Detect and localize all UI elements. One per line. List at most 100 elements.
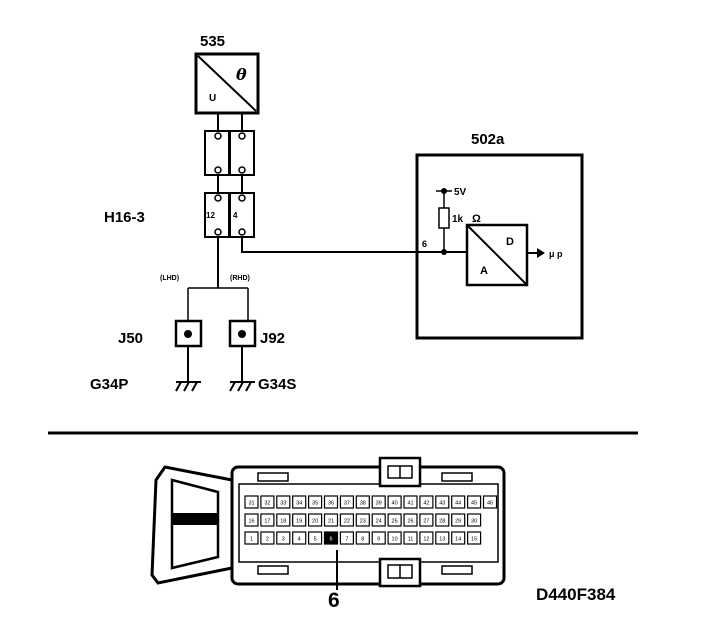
connector-pin-label: 19 — [296, 519, 302, 525]
connector-pin-label: 31 — [248, 501, 254, 507]
connector-pin — [467, 495, 482, 509]
junction-j50 — [174, 319, 203, 348]
connector-pin — [276, 513, 291, 527]
rhd-label: (RHD) — [230, 275, 250, 282]
connector-pin-label: 23 — [360, 519, 366, 525]
connector-pin — [371, 513, 386, 527]
connector-pin — [355, 513, 370, 527]
connector-id: H16-3 — [104, 209, 145, 226]
ground-symbol — [175, 381, 201, 392]
connector-pin-label: 1 — [250, 537, 253, 543]
connector-pin — [387, 513, 402, 527]
connector-pin-label: 32 — [264, 501, 270, 507]
ecu-box — [415, 153, 584, 340]
connector-pin — [387, 531, 402, 545]
connector-pin — [435, 495, 450, 509]
ground-symbol — [229, 381, 255, 392]
connector-pin — [323, 495, 339, 509]
connector-pin — [451, 513, 466, 527]
ecu-id: 502a — [471, 131, 505, 148]
connector-pin-label: 39 — [376, 501, 382, 507]
connector-pin — [435, 531, 450, 545]
connector-pin-label: 15 — [471, 537, 477, 543]
connector-pin-label: 6 — [329, 537, 332, 543]
output-arrow-icon — [537, 248, 545, 258]
connector-pin-label: 45 — [471, 501, 477, 507]
connector-pin — [323, 531, 339, 545]
connector-pin-label: 16 — [248, 519, 254, 525]
connector-pin-label: 12 — [423, 537, 429, 543]
ground-g34p-label: G34P — [90, 376, 128, 393]
connector-pin-label: 7 — [345, 537, 348, 543]
ad-converter: D A — [465, 223, 529, 287]
pullup-resistor — [438, 207, 450, 229]
connector-pin-label: 29 — [455, 519, 461, 525]
connector-pin-label: 2 — [266, 537, 269, 543]
connector-pin-label: 13 — [439, 537, 445, 543]
connector-pin — [244, 531, 259, 545]
connector-pin — [419, 495, 434, 509]
sensor-id: 535 — [200, 33, 225, 50]
connector-pin-label: 10 — [392, 537, 398, 543]
connector-pin — [403, 495, 418, 509]
connector-h16-3: 12 4 — [204, 192, 255, 238]
connector-pin — [260, 513, 275, 527]
connector-pin — [339, 495, 354, 509]
connector-pin-label: 28 — [439, 519, 445, 525]
pin-callout-label: 6 — [328, 589, 340, 612]
connector-pin — [276, 495, 291, 509]
connector-pin-label: 26 — [407, 519, 413, 525]
sensor-u-label: U — [209, 93, 216, 104]
figure-code: D440F384 — [536, 585, 616, 604]
connector-pin-label: 30 — [471, 519, 477, 525]
connector-pin — [451, 495, 466, 509]
connector-pin-label: 8 — [361, 537, 364, 543]
connector-pin-label: 38 — [360, 501, 366, 507]
supply-label: 5V — [454, 187, 467, 198]
signal-wire — [241, 237, 445, 253]
connector-pin-12: 12 — [206, 211, 215, 220]
connector-pin-label: 14 — [455, 537, 461, 543]
connector-pin — [308, 513, 323, 527]
junction-j92-label: J92 — [260, 330, 285, 347]
connector-pin — [419, 531, 434, 545]
resistor-label: 1k — [452, 214, 464, 225]
connector-pin — [244, 513, 259, 527]
connector-pin-label: 20 — [312, 519, 318, 525]
connector-pin — [292, 513, 307, 527]
connector-pin — [292, 531, 307, 545]
connector-pin-label: 27 — [423, 519, 429, 525]
connector-pin-label: 22 — [344, 519, 350, 525]
connector-pin-label: 43 — [439, 501, 445, 507]
connector-pin — [260, 495, 275, 509]
connector-pin — [371, 495, 386, 509]
output-label: μ p — [549, 249, 563, 259]
connector-pin-label: 3 — [282, 537, 285, 543]
connector-pin — [292, 495, 307, 509]
junction-j92 — [228, 319, 257, 348]
connector-pin-label: 9 — [377, 537, 380, 543]
connector-pin-label: 46 — [487, 501, 493, 507]
connector-pin — [482, 495, 498, 509]
connector-pin — [260, 531, 275, 545]
connector-pin — [339, 513, 354, 527]
connector-pin-label: 18 — [280, 519, 286, 525]
connector-pin-label: 40 — [392, 501, 398, 507]
connector-pin-label: 24 — [376, 519, 382, 525]
connector-pin-label: 44 — [455, 501, 461, 507]
connector-pin-label: 37 — [344, 501, 350, 507]
connector-pin — [308, 495, 323, 509]
connector-pin-label: 17 — [264, 519, 270, 525]
ohm-symbol: Ω — [472, 213, 481, 225]
connector-pin-label: 36 — [328, 501, 334, 507]
connector-pin — [387, 495, 402, 509]
connector-pin — [339, 531, 354, 545]
connector-pin — [419, 513, 434, 527]
connector-pin — [323, 513, 339, 527]
lhd-label: (LHD) — [160, 275, 179, 282]
connector-upper — [204, 130, 255, 176]
connector-pin — [403, 531, 418, 545]
connector-pin-label: 5 — [314, 537, 317, 543]
temperature-sensor: θ U — [194, 52, 260, 115]
